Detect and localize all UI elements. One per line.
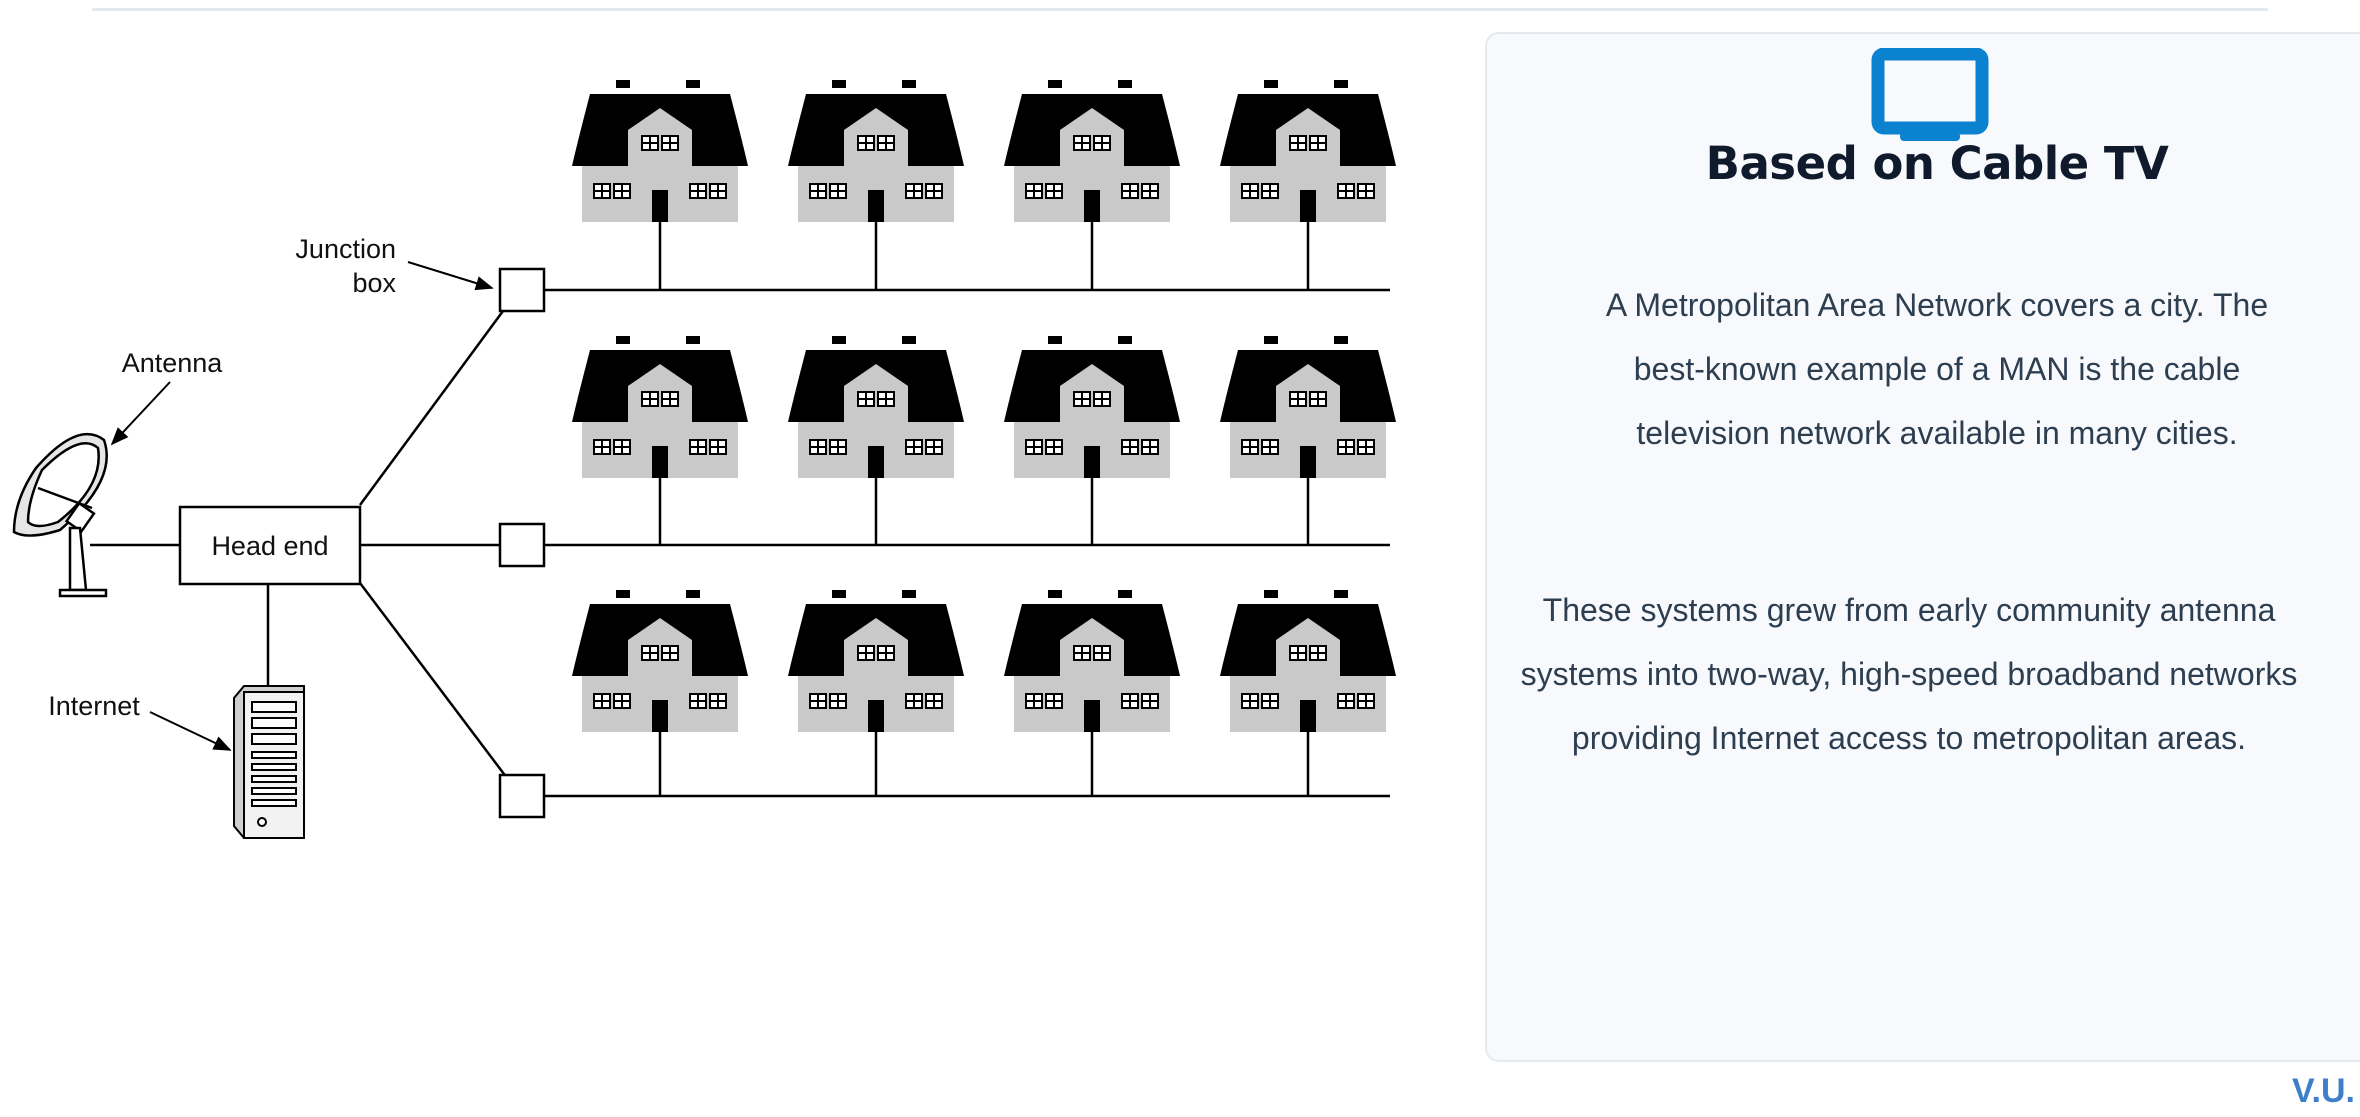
internet-label: Internet (48, 691, 140, 721)
houses-group (572, 80, 1396, 796)
junction-box-label-line2: box (352, 268, 396, 298)
house-icon (788, 336, 964, 545)
paragraph-2-line: providing Internet access to metropolita… (1571, 720, 2247, 756)
house-icon (1220, 336, 1396, 545)
server-icon (233, 685, 305, 839)
top-divider (92, 8, 2268, 11)
antenna-leader (110, 381, 171, 446)
paragraph-2-line: These systems grew from early community … (1542, 592, 2276, 628)
paragraph-2: These systems grew from early community … (1479, 578, 2339, 770)
paragraph-1-line: best-known example of a MAN is the cable (1633, 351, 2241, 387)
head-end-label: Head end (211, 531, 328, 561)
paragraph-1-line: television network available in many cit… (1636, 415, 2238, 451)
paragraph-1-line: A Metropolitan Area Network covers a cit… (1605, 287, 2269, 323)
house-icon (788, 590, 964, 796)
footer-mark: V.U. (2292, 1072, 2356, 1110)
junction-box-bottom (498, 773, 546, 819)
paragraph-1: A Metropolitan Area Network covers a cit… (1487, 273, 2360, 465)
junction-box-middle (498, 522, 546, 568)
house-icon (1220, 590, 1396, 796)
junction-leader (407, 261, 494, 291)
internet-leader (149, 711, 232, 751)
info-card: Based on Cable TV A Metropolitan Area Ne… (1485, 32, 2360, 1062)
house-icon (1004, 80, 1180, 290)
tv-icon (1871, 48, 1989, 141)
house-icon (1004, 336, 1180, 545)
card-title: Based on Cable TV (1705, 137, 2169, 190)
house-icon (572, 336, 748, 545)
house-icon (572, 590, 748, 796)
house-icon (788, 80, 964, 290)
house-icon (572, 80, 748, 290)
antenna-label: Antenna (122, 348, 224, 378)
house-icon (1220, 80, 1396, 290)
house-icon (1004, 590, 1180, 796)
head-end-box (178, 505, 362, 586)
trunk-lines (90, 287, 522, 783)
antenna-icon (12, 432, 108, 598)
street-cables (544, 288, 1390, 798)
junction-boxes (498, 267, 546, 819)
junction-box-top (498, 267, 546, 313)
junction-box-label-line1: Junction (295, 234, 396, 264)
paragraph-2-line: systems into two-way, high-speed broadba… (1520, 656, 2298, 692)
cable-network-diagram: Head end Junction box Antenna Internet (12, 80, 1396, 839)
